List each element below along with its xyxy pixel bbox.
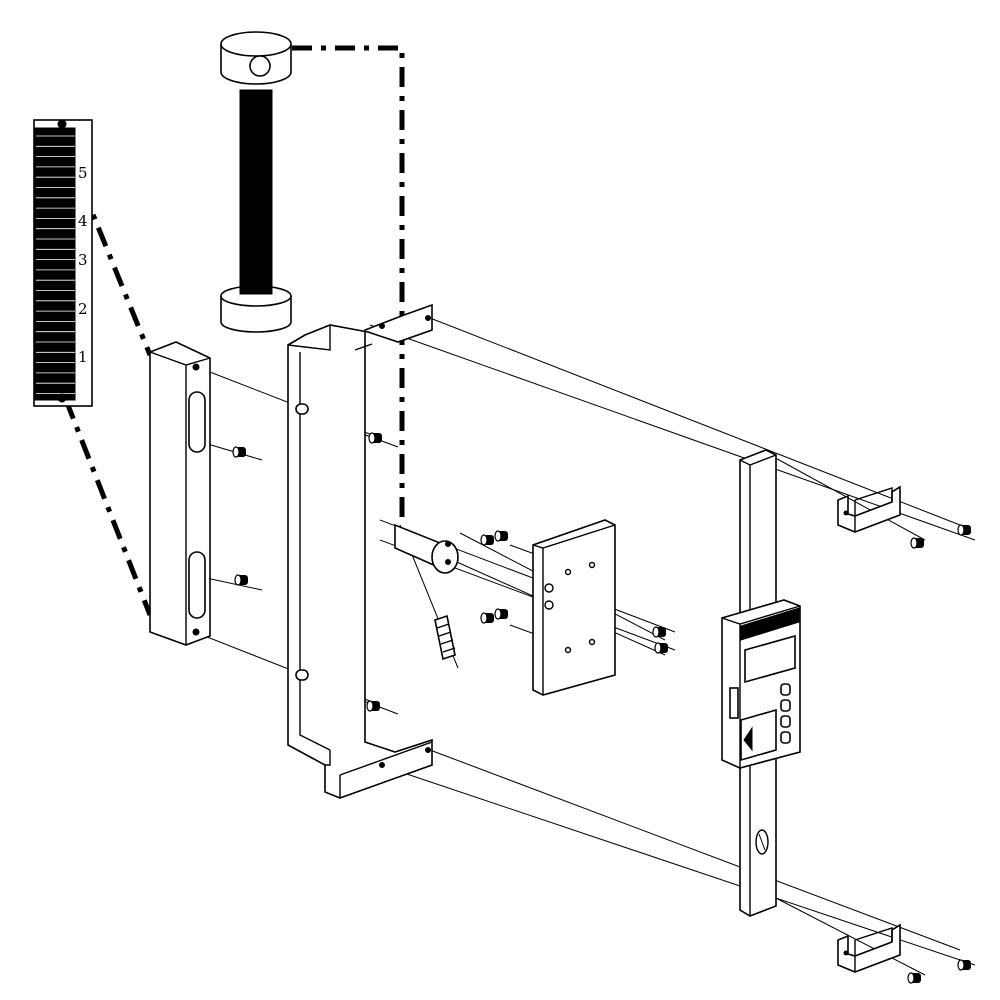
clamp-icon [837, 485, 901, 973]
scale-label-1: 1 [78, 348, 88, 366]
rail-logo-icon [755, 829, 769, 855]
slot-lower [188, 551, 206, 619]
bolt-icon [232, 446, 246, 458]
bolt-icon [368, 432, 382, 444]
bolt-icon [957, 524, 971, 536]
readout-button-3 [780, 715, 791, 728]
bolt-icon [910, 537, 924, 549]
scale-ticks [36, 135, 75, 394]
readout-display [744, 634, 796, 684]
slotted-bar [149, 341, 211, 646]
bolt-icon [652, 626, 666, 638]
digital-readout [721, 599, 801, 769]
readout-button-1 [780, 683, 791, 696]
dial-gauge-icon [220, 31, 292, 333]
bolt-icon [234, 574, 248, 586]
scale-label-3: 3 [78, 251, 88, 269]
scale-label-5: 5 [78, 164, 88, 182]
slot-upper [188, 391, 206, 453]
bolt-icon [480, 612, 494, 624]
leader-lines [63, 45, 405, 616]
c-frame-bracket [287, 303, 433, 799]
bolt-icon [366, 700, 380, 712]
readout-button-4 [780, 731, 791, 744]
cylinder-pin [394, 523, 459, 574]
leader-line-scale-top [63, 147, 153, 356]
cylinder-pin-end [431, 540, 459, 574]
readout-button-2 [780, 699, 791, 712]
mounting-plate [532, 519, 616, 696]
bolt-icon [494, 530, 508, 542]
bolt-icon [957, 959, 971, 971]
readout-grip [740, 607, 800, 641]
gauge-top-cap-hole [249, 55, 271, 77]
scale-label-2: 2 [78, 300, 88, 318]
leader-line-scale-bottom [63, 399, 153, 616]
bolt-icon [480, 534, 494, 546]
scale-mount-hole-top [57, 119, 67, 129]
bolt-group [232, 432, 971, 984]
scale-label-4: 4 [78, 212, 88, 230]
scale-mount-hole-bottom [57, 393, 67, 403]
scale-strip [34, 127, 76, 401]
gauge-top-cap-face [220, 31, 292, 57]
clamp-upper [837, 485, 901, 533]
c-frame-body [287, 303, 433, 799]
clamp-lower [837, 923, 901, 973]
bolt-icon [494, 608, 508, 620]
bolt-icon [654, 642, 668, 654]
linear-scale: 5 4 3 2 1 [33, 119, 93, 407]
bolt-icon [907, 972, 921, 984]
spring-icon [434, 614, 456, 661]
gauge-stem [239, 89, 273, 291]
readout-arrow-icon [743, 726, 753, 752]
readout-side-knob [729, 687, 739, 719]
